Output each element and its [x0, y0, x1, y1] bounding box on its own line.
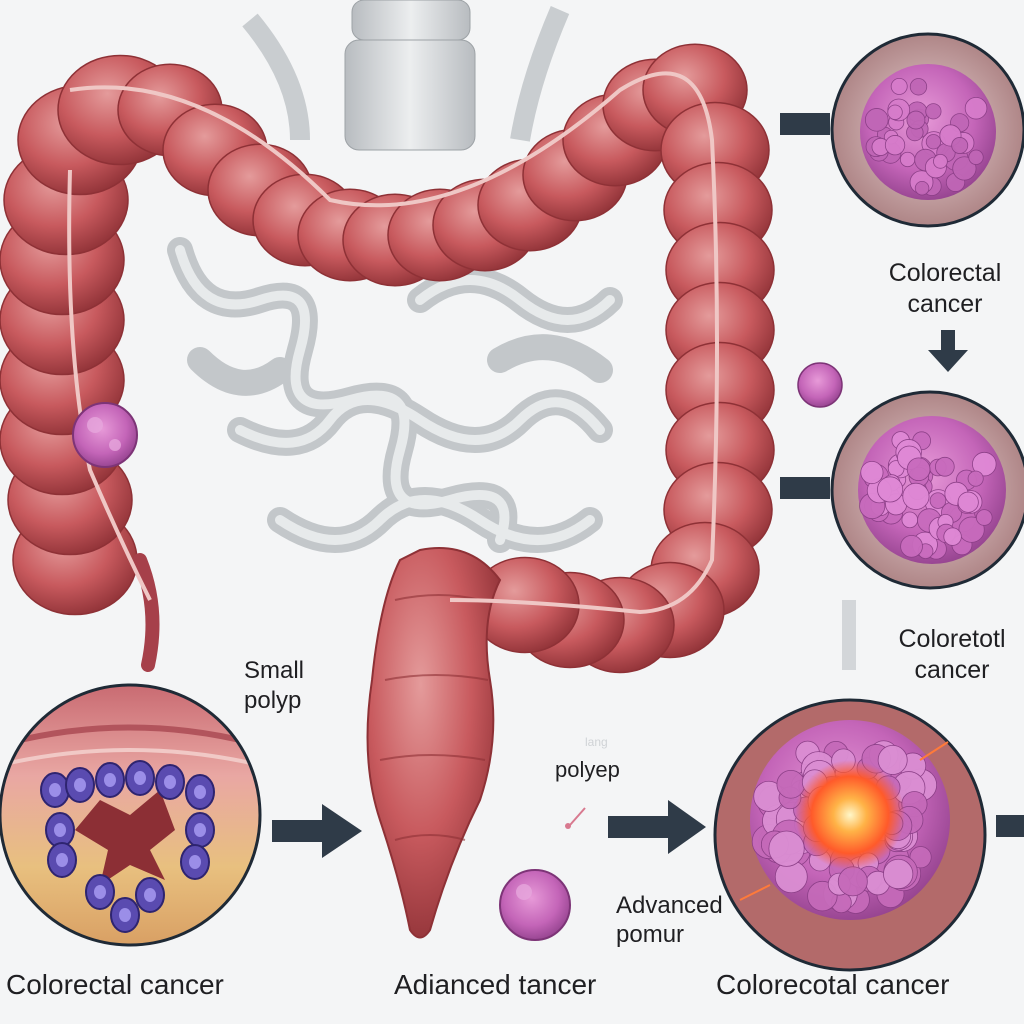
- label-faint: lang: [585, 735, 608, 749]
- colon: [0, 43, 775, 674]
- label-cancer-top: Colorectal cancer: [888, 259, 1002, 319]
- tumor-circle-bottom: [713, 698, 987, 972]
- spine: [242, 0, 570, 151]
- arrow-right-icon: [608, 800, 706, 854]
- arrow-down-icon: [928, 330, 968, 372]
- polyp-floating-bottom: [499, 869, 571, 941]
- label-cancer-middle: Coloretotl cancer: [898, 625, 1006, 685]
- connector-dash: [780, 477, 830, 499]
- connector-faint: [842, 600, 856, 670]
- arrow-right-icon: [272, 804, 362, 858]
- small-polyp-on-colon: [72, 402, 138, 468]
- connector-dash: [996, 815, 1024, 837]
- label-bottom-middle: Adianced tancer: [394, 969, 597, 1000]
- tissue-cross-section: [0, 683, 262, 947]
- label-bottom-right: Colorecotal cancer: [716, 969, 950, 1000]
- appendix: [133, 553, 160, 672]
- polyp-floating-right: [797, 362, 843, 408]
- rectum: [366, 547, 502, 939]
- tumor-circle-top: [830, 32, 1024, 228]
- label-polyep: polyep: [555, 757, 620, 782]
- label-advanced-tumor: Advanced pomur: [616, 892, 723, 948]
- label-bottom-left: Colorectal cancer: [6, 969, 224, 1000]
- label-small-polyp: Small polyp: [244, 657, 305, 714]
- tumor-circle-middle: [830, 390, 1024, 590]
- connector-dash: [780, 113, 830, 135]
